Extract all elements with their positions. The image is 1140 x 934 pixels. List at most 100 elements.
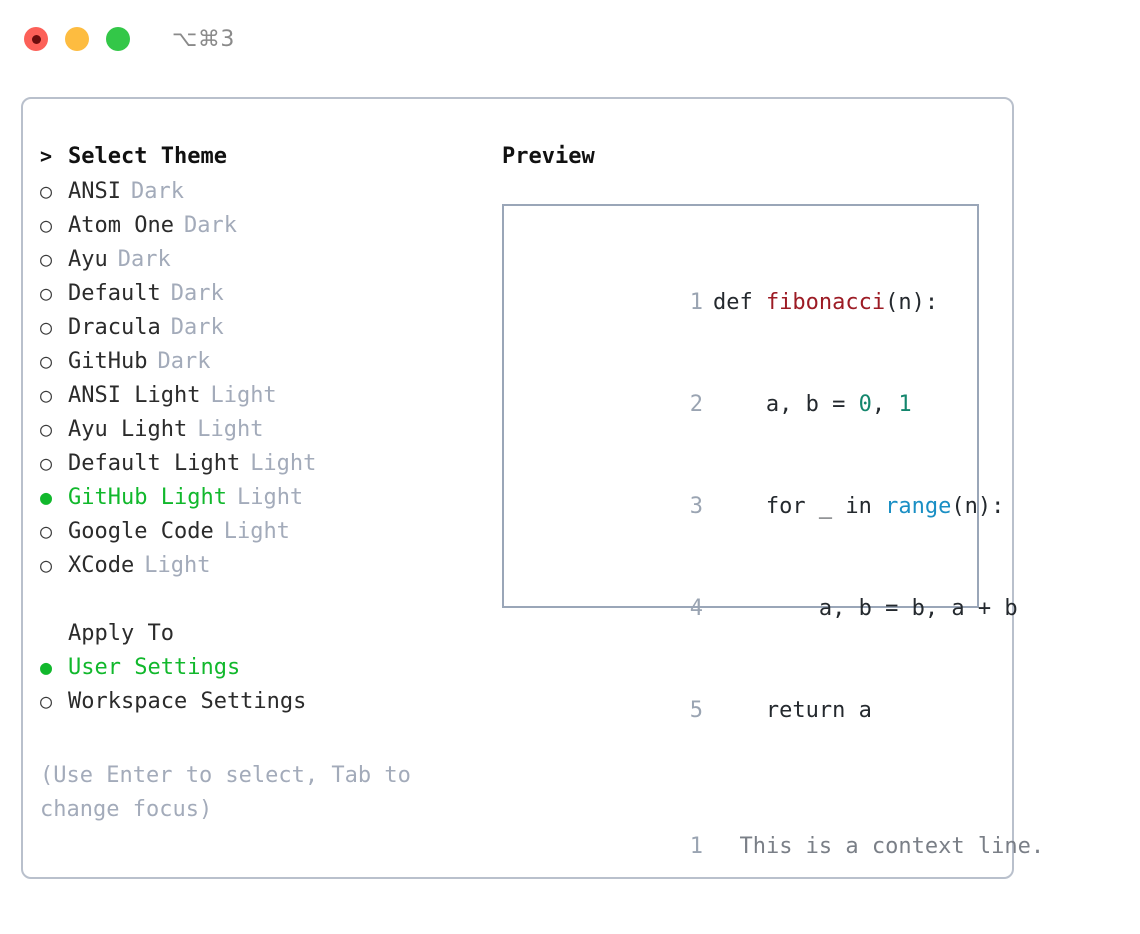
theme-item-label: Dracula [68,315,161,340]
theme-item-variant: Light [197,417,264,442]
theme-item-label: Ayu [68,247,108,272]
recording-indicator-icon [31,34,41,44]
apply-to-header-label: Apply To [68,621,174,646]
theme-item-variant: Dark [130,179,184,204]
radio-unselected-icon[interactable]: ○ [40,281,53,305]
select-theme-header: > Select Theme [40,144,480,178]
theme-item-ayu-light[interactable]: ○ Ayu Light Light [40,417,480,451]
theme-item-variant: Light [223,519,290,544]
theme-item-variant: Dark [183,213,237,238]
theme-item-ansi-dark[interactable]: ○ ANSI Dark [40,179,480,213]
close-button[interactable] [24,27,48,51]
theme-item-ansi-light[interactable]: ○ ANSI Light Light [40,383,480,417]
radio-unselected-icon[interactable]: ○ [40,179,53,203]
theme-item-label: ANSI Light [68,383,201,408]
line-number: 5 [689,698,703,723]
radio-unselected-icon[interactable]: ○ [40,247,53,271]
theme-item-variant: Light [236,485,304,510]
radio-unselected-icon[interactable]: ○ [40,553,53,577]
theme-item-variant: Light [144,553,211,578]
prompt-caret-icon: > [40,144,53,168]
hint-spacer [40,723,480,757]
code-line: 3 for _ in range(n): [522,456,1005,558]
theme-item-github-dark[interactable]: ○ GitHub Dark [40,349,480,383]
theme-item-variant: Light [250,451,317,476]
main-panel: > Select Theme ○ ANSI Dark ○ Atom One Da… [21,97,1044,879]
code-line: 1 def fibonacci(n): [522,252,977,354]
code-token: a, b = [712,392,859,417]
apply-to-item-workspace-settings[interactable]: ○ Workspace Settings [40,689,480,723]
minimize-button[interactable] [65,27,89,51]
radio-unselected-icon[interactable]: ○ [40,519,53,543]
theme-item-label: GitHub Light [68,485,227,510]
theme-item-dracula-dark[interactable]: ○ Dracula Dark [40,315,480,349]
section-spacer [40,587,480,621]
theme-item-default-dark[interactable]: ○ Default Dark [40,281,480,315]
theme-item-label: Default Light [68,451,241,476]
radio-unselected-icon[interactable]: ○ [40,349,53,373]
theme-item-default-light[interactable]: ○ Default Light Light [40,451,480,485]
theme-item-label: Default [68,281,161,306]
code-line: 4 a, b = b, a + b [522,558,1018,660]
theme-item-variant: Dark [157,349,211,374]
radio-unselected-icon[interactable]: ○ [40,213,53,237]
title-bar: ⌥⌘3 [0,0,1140,78]
theme-item-label: XCode [68,553,135,578]
code-token-number: 0 [858,392,872,417]
code-blank-line [522,762,977,796]
radio-selected-icon[interactable]: ● [40,485,53,509]
keyboard-shortcut-label: ⌥⌘3 [172,26,235,52]
code-token: def [712,290,766,315]
diff-text: This is a context line. [739,834,1045,859]
radio-unselected-icon[interactable]: ○ [40,451,53,475]
line-number: 4 [689,596,703,621]
theme-item-label: Atom One [68,213,174,238]
diff-prefix [713,834,740,859]
theme-item-label: ANSI [68,179,121,204]
maximize-button[interactable] [106,27,130,51]
theme-item-google-code-light[interactable]: ○ Google Code Light [40,519,480,553]
theme-item-label: Ayu Light [68,417,188,442]
code-token-number: 1 [898,392,912,417]
line-number: 2 [689,392,703,417]
apply-to-header: Apply To [40,621,480,655]
code-token: (n): [951,494,1005,519]
code-line: 2 a, b = 0, 1 [522,354,977,456]
apply-to-item-user-settings[interactable]: ● User Settings [40,655,480,689]
code-token-function: fibonacci [765,290,886,315]
line-number: 3 [689,494,703,519]
theme-item-xcode-light[interactable]: ○ XCode Light [40,553,480,587]
radio-selected-icon[interactable]: ● [40,655,53,679]
theme-item-label: Google Code [68,519,214,544]
theme-item-variant: Light [210,383,277,408]
code-line: 5 return a [522,660,977,762]
code-token: a, b = b, a + b [712,596,1018,621]
theme-item-ayu-dark[interactable]: ○ Ayu Dark [40,247,480,281]
theme-item-github-light[interactable]: ● GitHub Light Light [40,485,480,519]
line-number: 1 [689,834,703,859]
theme-item-variant: Dark [170,315,224,340]
line-number: 1 [689,290,703,315]
theme-item-label: GitHub [68,349,148,374]
theme-item-atom-one-dark[interactable]: ○ Atom One Dark [40,213,480,247]
code-token-builtin: range [885,494,952,519]
theme-item-variant: Dark [170,281,224,306]
radio-unselected-icon[interactable]: ○ [40,315,53,339]
window-controls [24,27,130,51]
theme-item-variant: Dark [117,247,171,272]
keyboard-hint-text: (Use Enter to select, Tab to change focu… [40,763,411,822]
code-token: return a [712,698,872,723]
apply-to-item-label: User Settings [68,655,241,680]
preview-title: Preview [502,144,595,169]
select-theme-header-label: Select Theme [68,144,227,169]
diff-line-context: 1 This is a context line. [522,796,1044,898]
radio-unselected-icon[interactable]: ○ [40,689,53,713]
radio-unselected-icon[interactable]: ○ [40,383,53,407]
radio-unselected-icon[interactable]: ○ [40,417,53,441]
code-token: (n): [885,290,939,315]
code-token: , [871,392,899,417]
code-token: for _ in [712,494,886,519]
